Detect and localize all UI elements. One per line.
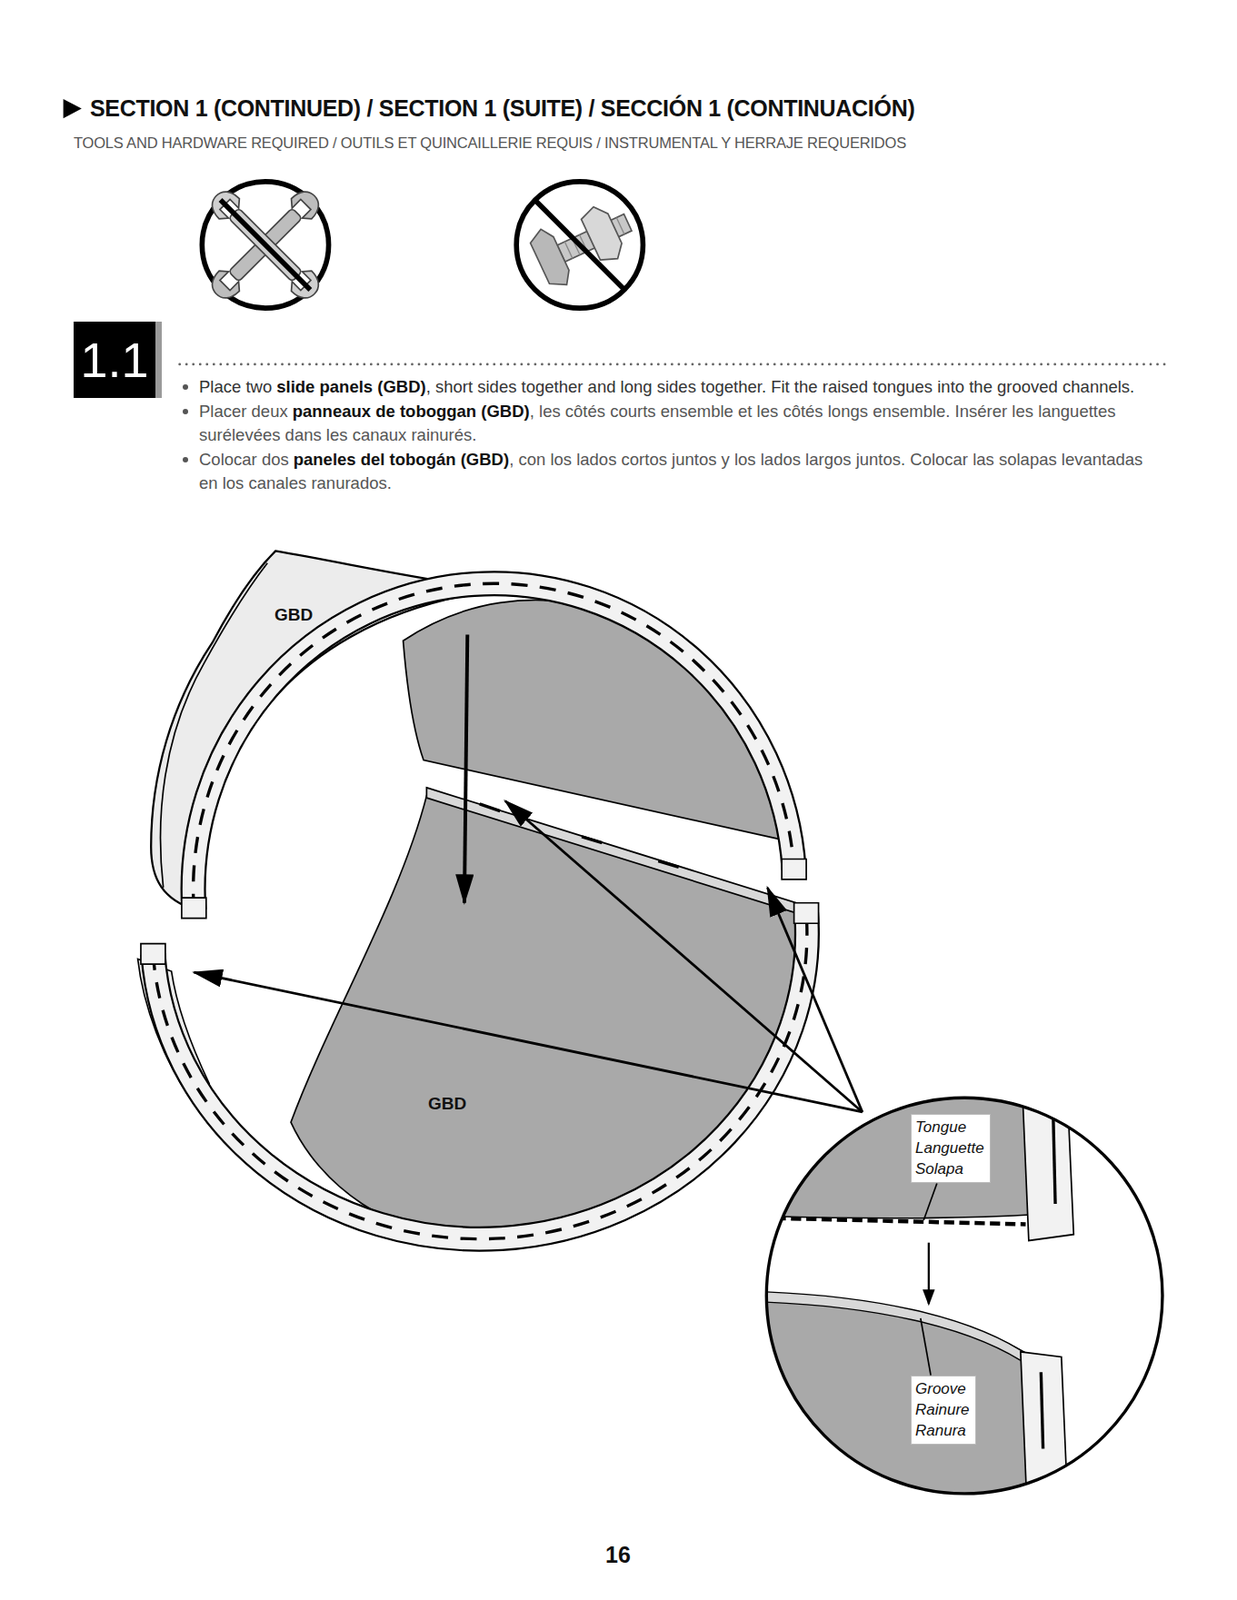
slide-panels bbox=[138, 550, 819, 1240]
callout-text: Rainure bbox=[915, 1399, 970, 1421]
instruction-text: , short sides together and long sides to… bbox=[426, 377, 1136, 397]
bullet-dot bbox=[182, 409, 189, 415]
groove-detail bbox=[760, 1292, 1032, 1368]
placement-arrow bbox=[464, 634, 468, 903]
wrench bbox=[206, 185, 325, 304]
bullet-dot bbox=[182, 384, 189, 390]
lower-panel-detail bbox=[755, 1294, 1062, 1511]
section-title: SECTION 1 (CONTINUED) / SECTION 1 (SUITE… bbox=[89, 95, 915, 122]
detail-arrow bbox=[193, 972, 862, 1113]
wrench bbox=[206, 185, 325, 304]
instruction-item: Place twoslide panels (GBD), short sides… bbox=[199, 375, 1149, 400]
dotted-rule bbox=[179, 363, 1167, 367]
leader-line bbox=[923, 1184, 938, 1221]
callout-text: Tongue bbox=[915, 1117, 985, 1138]
rim-end bbox=[781, 858, 807, 879]
instruction-text: Placer deux bbox=[199, 401, 289, 421]
part-label: GBD bbox=[428, 1094, 467, 1115]
slot-detail bbox=[1040, 1372, 1043, 1449]
tongue-detail bbox=[775, 1218, 1026, 1226]
icon-ring bbox=[516, 181, 643, 309]
callout-text: Groove bbox=[915, 1378, 970, 1400]
bolt bbox=[527, 194, 641, 291]
callout-box: TongueLanguetteSolapa bbox=[910, 1114, 991, 1184]
detail-magnifier bbox=[755, 1092, 1163, 1511]
lower-panel-inner bbox=[290, 796, 807, 1240]
rim-outline bbox=[152, 913, 807, 1240]
rim bbox=[152, 913, 807, 1240]
leader-line bbox=[920, 1318, 931, 1377]
magnifier-ring bbox=[766, 1097, 1163, 1495]
no-tools-icon bbox=[201, 181, 329, 309]
rim-end bbox=[140, 944, 166, 965]
instruction-list: Place twoslide panels (GBD), short sides… bbox=[199, 375, 1149, 497]
tongue-marks bbox=[479, 804, 679, 868]
rim bbox=[193, 583, 795, 910]
detail-arrow bbox=[767, 887, 862, 1113]
prohibit-slash bbox=[220, 199, 311, 290]
instruction-item: Placer deuxpanneaux de toboggan (GBD), l… bbox=[199, 399, 1149, 449]
insert-arrowhead bbox=[922, 1289, 935, 1307]
slot-detail bbox=[1053, 1117, 1056, 1205]
panel-end-detail bbox=[1022, 1097, 1074, 1241]
tools-heading: TOOLS AND HARDWARE REQUIRED / OUTILS ET … bbox=[73, 134, 907, 152]
instruction-item: Colocar dospaneles del tobogán (GBD), co… bbox=[199, 448, 1149, 497]
bullet-dot bbox=[182, 457, 189, 463]
icon-ring bbox=[201, 181, 329, 309]
part-label: GBD bbox=[274, 605, 313, 626]
rim-slots bbox=[193, 583, 795, 910]
no-hardware-icon bbox=[516, 181, 643, 309]
section-triangle bbox=[63, 99, 82, 119]
rim-end bbox=[794, 903, 819, 924]
rim-end bbox=[181, 897, 207, 918]
callout-box: GrooveRainureRanura bbox=[910, 1376, 977, 1446]
page-number: 16 bbox=[605, 1542, 631, 1569]
step-label: 1.1 bbox=[79, 331, 149, 389]
rim-slots bbox=[152, 913, 807, 1240]
prohibit-slash bbox=[534, 199, 625, 290]
step-number: 1.1 bbox=[73, 321, 162, 399]
instruction-text: Place two bbox=[199, 377, 272, 397]
rim-outline bbox=[193, 583, 795, 910]
callout-text: Languette bbox=[915, 1137, 985, 1159]
callout-text: Ranura bbox=[915, 1420, 970, 1442]
instruction-text: Colocar dos bbox=[199, 449, 290, 469]
part-name: panneaux de toboggan (GBD) bbox=[292, 401, 530, 421]
detail-arrow bbox=[505, 800, 863, 1112]
part-name: paneles del tobogán (GBD) bbox=[293, 449, 509, 469]
part-name: slide panels (GBD) bbox=[276, 377, 426, 397]
callout-text: Solapa bbox=[915, 1158, 985, 1180]
